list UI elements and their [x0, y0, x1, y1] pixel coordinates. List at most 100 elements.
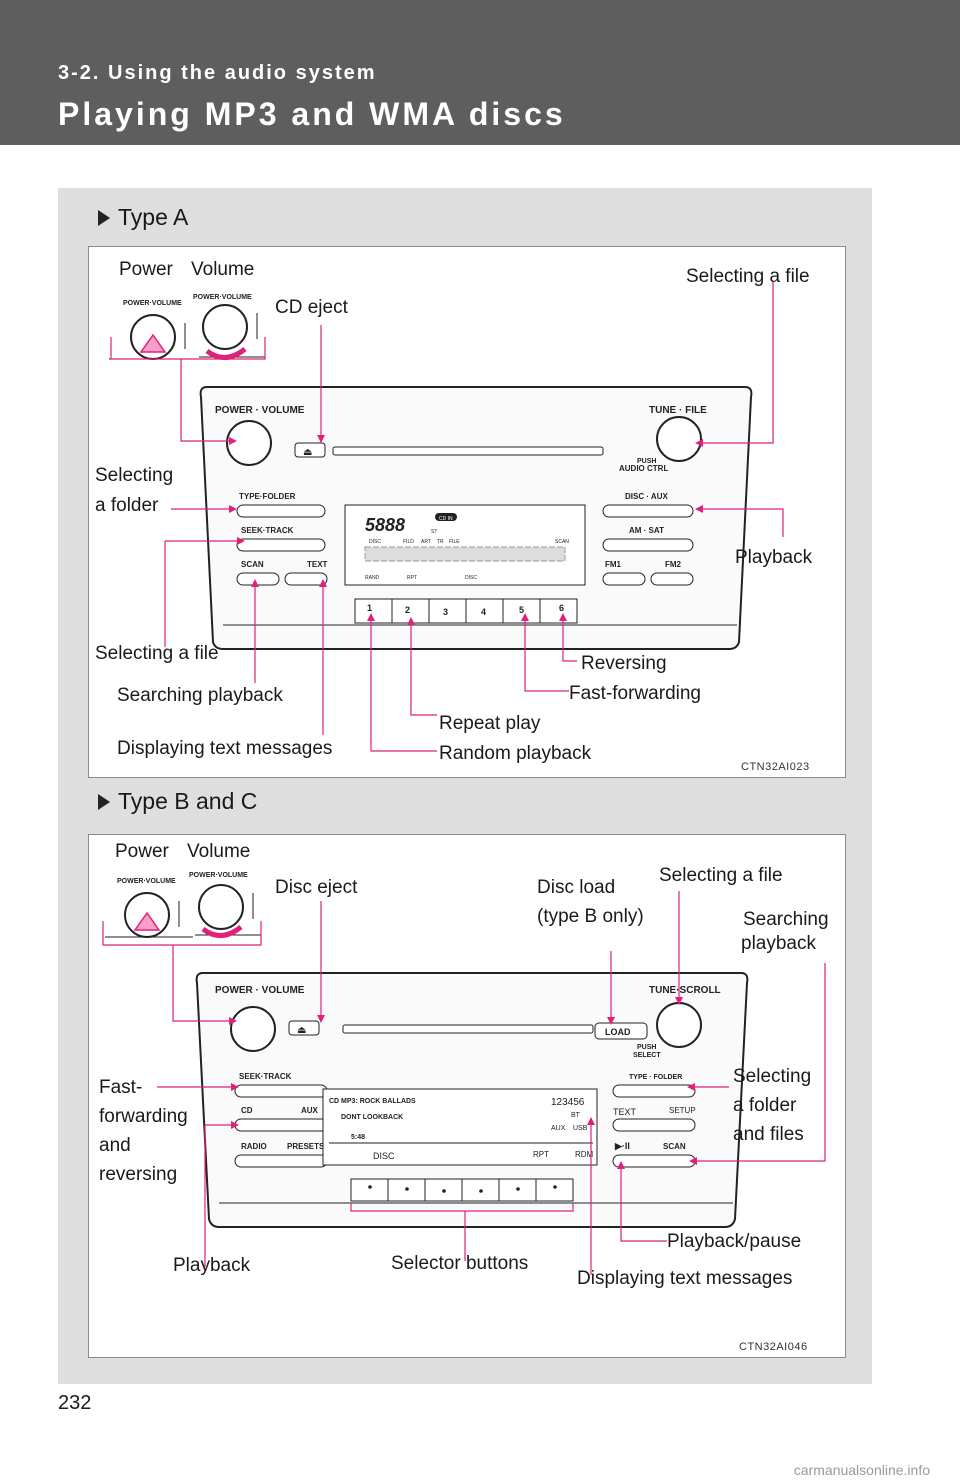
- unit-label: AM · SAT: [629, 526, 664, 535]
- leader-lines: [157, 891, 826, 1275]
- display-line-1: CD MP3: ROCK BALLADS: [329, 1098, 416, 1105]
- label-searching-line1: Searching: [743, 909, 829, 930]
- knob-inset-power: POWER·VOLUME: [105, 878, 193, 938]
- unit-label: SETUP: [669, 1106, 696, 1115]
- unit-label: RADIO: [241, 1142, 267, 1151]
- knob-inset-volume: POWER·VOLUME: [189, 872, 261, 938]
- figure-code: CTN32AI046: [739, 1341, 808, 1353]
- type-a-heading-text: Type A: [118, 204, 189, 230]
- unit-label: ART: [421, 539, 431, 545]
- audio-unit-type-bc: POWER · VOLUME TUNE·SCROLL ⏏ LOAD PUSH S…: [195, 972, 749, 1228]
- unit-label: POWER · VOLUME: [215, 985, 305, 996]
- preset-3: 3: [443, 607, 448, 617]
- unit-label: SCAN: [555, 539, 569, 545]
- label-repeat-play: Repeat play: [439, 713, 541, 734]
- unit-label: FILE: [449, 539, 460, 545]
- label-searching-line2: playback: [741, 933, 816, 954]
- unit-label: TR: [437, 539, 444, 545]
- label-disc-load-line2: (type B only): [537, 906, 644, 927]
- label-power: Power: [115, 841, 169, 862]
- unit-label: DISC: [465, 575, 477, 581]
- label-cd-eject: CD eject: [275, 297, 348, 318]
- knob-inset-volume: POWER·VOLUME: [193, 294, 265, 360]
- inset-knob-label: POWER·VOLUME: [193, 294, 252, 301]
- play-pause-icon: ▶·II: [614, 1141, 630, 1151]
- unit-label: TYPE · FOLDER: [629, 1074, 682, 1081]
- unit-label: AUX: [301, 1106, 319, 1115]
- unit-label: DISC: [369, 539, 381, 545]
- unit-label: RAND: [365, 575, 380, 581]
- display-usb: USB: [573, 1125, 588, 1132]
- page-header: 3-2. Using the audio system Playing MP3 …: [0, 0, 960, 145]
- inset-knob-label: POWER·VOLUME: [189, 872, 248, 879]
- unit-label: PUSH: [637, 458, 656, 465]
- figure-code: CTN32AI023: [741, 761, 810, 773]
- type-bc-heading-text: Type B and C: [118, 788, 258, 814]
- knob-inset-power: POWER·VOLUME: [109, 300, 199, 360]
- label-playback: Playback: [173, 1255, 251, 1276]
- unit-label: FILD: [403, 539, 414, 545]
- type-a-figure: POWER·VOLUME POWER·VOLUME POWER · VOLUME…: [88, 246, 846, 778]
- triangle-bullet-icon: [98, 793, 110, 810]
- unit-label: SELECT: [633, 1052, 661, 1059]
- label-selecting-file: Selecting a file: [659, 865, 783, 886]
- label-fast-forwarding: Fast-forwarding: [569, 683, 701, 704]
- display-time: 5:48: [351, 1134, 365, 1141]
- unit-label: ST: [431, 529, 437, 535]
- display-rdm: RDM: [575, 1150, 594, 1159]
- label-disc-load-line1: Disc load: [537, 877, 616, 898]
- label-folder-line2: a folder: [733, 1095, 797, 1116]
- leader-arrowheads: [229, 435, 703, 625]
- page-title: Playing MP3 and WMA discs: [58, 96, 566, 132]
- unit-label: SCAN: [241, 560, 264, 569]
- unit-label: CD IN: [439, 516, 453, 522]
- label-selector-buttons: Selector buttons: [391, 1253, 529, 1274]
- display-rpt: RPT: [533, 1150, 549, 1159]
- triangle-bullet-icon: [98, 209, 110, 226]
- label-selecting-folder-line2: a folder: [95, 495, 159, 516]
- unit-label: TUNE · FILE: [649, 405, 707, 416]
- unit-label: CD: [241, 1106, 253, 1115]
- unit-label: TEXT: [613, 1107, 637, 1117]
- unit-label: POWER · VOLUME: [215, 405, 305, 416]
- page-number: 232: [58, 1392, 92, 1414]
- preset-4: 4: [481, 607, 486, 617]
- display-disc-numbers: 123456: [551, 1097, 585, 1108]
- type-bc-heading: Type B and C: [98, 788, 257, 815]
- label-volume: Volume: [187, 841, 251, 862]
- type-bc-diagram: POWER·VOLUME POWER·VOLUME POWER · VOLUME…: [102, 872, 826, 1275]
- unit-label: FM2: [665, 560, 682, 569]
- eject-icon: ⏏: [303, 447, 312, 458]
- inset-knob-label: POWER·VOLUME: [117, 878, 176, 885]
- label-selecting-file-left: Selecting a file: [95, 643, 219, 664]
- watermark: carmanualsonline.info: [793, 1462, 930, 1478]
- label-fast-line3: and: [99, 1135, 131, 1156]
- display-bt: BT: [571, 1112, 581, 1119]
- display-aux: AUX: [551, 1125, 566, 1132]
- unit-label: TEXT: [307, 560, 328, 569]
- inset-knob-label: POWER·VOLUME: [123, 300, 182, 307]
- preset-2: 2: [405, 605, 410, 615]
- label-folder-line3: and files: [733, 1124, 804, 1145]
- unit-label: PUSH: [637, 1044, 656, 1051]
- display-disc: DISC: [373, 1151, 395, 1161]
- label-volume: Volume: [191, 259, 255, 280]
- unit-label: RPT: [407, 575, 417, 581]
- label-folder-line1: Selecting: [733, 1066, 812, 1087]
- type-bc-figure: POWER·VOLUME POWER·VOLUME POWER · VOLUME…: [88, 834, 846, 1358]
- type-a-heading: Type A: [98, 204, 188, 231]
- label-displaying-text: Displaying text messages: [117, 738, 333, 759]
- unit-label: SEEK·TRACK: [239, 1072, 292, 1081]
- preset-6: 6: [559, 603, 564, 613]
- label-random-playback: Random playback: [439, 743, 592, 764]
- label-power: Power: [119, 259, 173, 280]
- unit-label: TYPE·FOLDER: [239, 492, 296, 501]
- section-title: 3-2. Using the audio system: [58, 62, 377, 84]
- preset-5: 5: [519, 605, 524, 615]
- eject-icon: ⏏: [297, 1025, 306, 1036]
- unit-label: LOAD: [605, 1027, 631, 1037]
- label-reversing: Reversing: [581, 653, 667, 674]
- label-displaying-text: Displaying text messages: [577, 1268, 793, 1289]
- label-playback-pause: Playback/pause: [667, 1231, 802, 1252]
- unit-label: AUDIO CTRL: [619, 464, 668, 473]
